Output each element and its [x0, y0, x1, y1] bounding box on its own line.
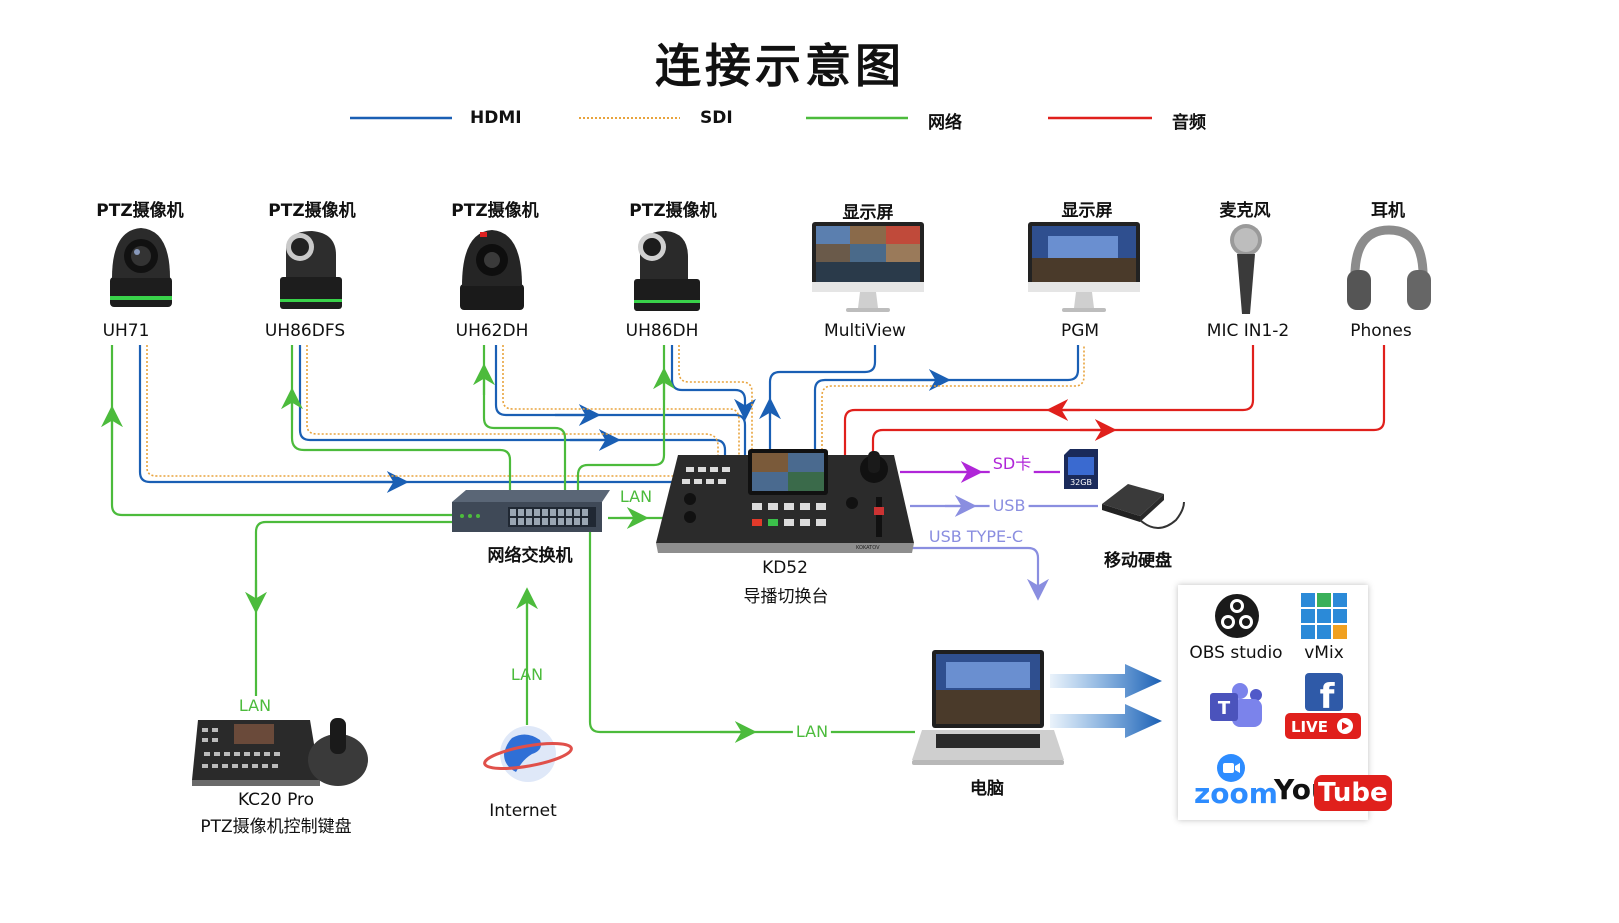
usb-c-label: USB TYPE-C — [928, 527, 1024, 546]
facebook-letter: f — [1320, 677, 1336, 717]
legend-hdmi-label: HDMI — [470, 108, 522, 128]
ptz-camera-uh62dh-icon — [460, 230, 524, 310]
stream-arrow-1 — [1050, 664, 1162, 698]
monitor-multiview-icon — [812, 222, 924, 312]
microphone-icon — [1230, 224, 1262, 314]
hdmi-line-uh71 — [138, 345, 732, 484]
vmix-label: vMix — [1304, 643, 1344, 663]
ptz-camera-uh86dh-icon — [634, 231, 700, 311]
hdd-label: 移动硬盘 — [1104, 551, 1172, 571]
cam3-type-label: PTZ摄像机 — [451, 201, 539, 221]
legend-lines — [350, 116, 1152, 120]
cam2-type-label: PTZ摄像机 — [268, 201, 356, 221]
lan-pc-label: LAN — [792, 722, 832, 741]
lan-line-pc — [588, 532, 915, 734]
audio-line-phones — [871, 345, 1386, 455]
facebook-live-label: LIVE — [1291, 718, 1328, 736]
sdi-line-uh62dh — [502, 345, 740, 462]
network-switch-icon — [452, 490, 610, 532]
keyboard-label: PTZ摄像机控制键盘 — [200, 817, 352, 837]
zoom-label: zoom — [1194, 777, 1278, 810]
legend-network-label: 网络 — [928, 113, 962, 133]
keyboard-model-label: KC20 Pro — [237, 790, 315, 810]
pc-label: 电脑 — [970, 779, 1004, 799]
cam1-type-label: PTZ摄像机 — [96, 201, 184, 221]
obs-studio-icon — [1215, 594, 1259, 638]
zoom-camera-icon — [1217, 754, 1245, 782]
monitor1-type-label: 显示屏 — [842, 203, 894, 223]
obs-studio-label: OBS studio — [1189, 643, 1283, 663]
facebook-live-icon: f — [1285, 673, 1361, 739]
monitor2-model-label: PGM — [1060, 321, 1100, 341]
monitor1-model-label: MultiView — [824, 321, 906, 341]
cam4-type-label: PTZ摄像机 — [629, 201, 717, 221]
lan-line-uh86dfs — [290, 345, 512, 495]
hdmi-line-uh86dh — [670, 345, 756, 421]
portable-hdd-icon — [1102, 484, 1185, 529]
streaming-platforms-panel: OBS studio vMix T f LIVE zoom You Tube — [1178, 585, 1392, 820]
sdi-line-pgm — [821, 345, 1085, 450]
monitor-pgm-icon — [1028, 222, 1140, 312]
sdi-line-uh86dh — [678, 345, 753, 462]
monitor2-type-label: 显示屏 — [1061, 201, 1113, 221]
lan-internet-label: LAN — [510, 665, 544, 684]
microsoft-teams-icon: T — [1210, 683, 1262, 727]
lan-switch-label: LAN — [619, 487, 653, 506]
internet-label: Internet — [489, 801, 557, 821]
youtube-tube-label: Tube — [1314, 775, 1392, 811]
stream-arrow-2 — [1050, 704, 1162, 738]
lan-line-uh86dh — [576, 345, 666, 495]
ptz-camera-uh71-icon — [110, 228, 172, 307]
usb-c-line — [905, 546, 1049, 601]
phones-type-label: 耳机 — [1371, 201, 1405, 221]
lan-line-keyboard — [254, 520, 455, 715]
mic-model-label: MIC IN1-2 — [1206, 321, 1290, 341]
legend-audio-label: 音频 — [1172, 113, 1206, 133]
legend-sdi-label: SDI — [700, 108, 733, 128]
cam1-model-label: UH71 — [102, 321, 150, 341]
cam3-model-label: UH62DH — [455, 321, 529, 341]
vmix-icon — [1301, 593, 1347, 639]
lan-keyboard-label: LAN — [236, 696, 274, 715]
cam2-model-label: UH86DFS — [264, 321, 346, 341]
diagram-title: 连接示意图 — [655, 39, 905, 93]
internet-globe-icon — [483, 726, 573, 782]
lan-line-uh71 — [110, 345, 455, 517]
switcher-brand-text: KOKATOV — [856, 545, 880, 551]
usb-label: USB — [989, 496, 1029, 515]
headphones-icon — [1347, 225, 1431, 310]
ptz-camera-uh86dfs-icon — [280, 231, 342, 309]
phones-model-label: Phones — [1350, 321, 1412, 341]
sd-card-capacity: 32GB — [1070, 478, 1092, 487]
lan-line-uh62dh — [482, 345, 567, 495]
sdi-line-uh71 — [146, 345, 722, 477]
kd52-switcher-icon: KOKATOV — [656, 449, 914, 553]
cam4-model-label: UH86DH — [625, 321, 699, 341]
mic-type-label: 麦克风 — [1219, 201, 1271, 221]
switcher-label: 导播切换台 — [743, 587, 829, 607]
sdi-line-uh86dfs — [306, 345, 719, 462]
hdmi-line-pgm — [813, 345, 1080, 450]
laptop-pc-icon — [912, 650, 1064, 765]
audio-line-mic — [843, 345, 1255, 455]
hdmi-line-multiview — [768, 345, 877, 450]
sd-card-icon: 32GB — [1064, 449, 1098, 489]
hdmi-line-uh86dfs — [298, 345, 727, 462]
switch-label: 网络交换机 — [487, 546, 573, 566]
sd-card-label: SD卡 — [989, 450, 1035, 474]
kc20-keyboard-icon — [192, 718, 368, 786]
hdmi-line-uh62dh — [494, 345, 747, 462]
teams-letter: T — [1218, 698, 1231, 719]
switcher-model-label: KD52 — [762, 558, 808, 578]
